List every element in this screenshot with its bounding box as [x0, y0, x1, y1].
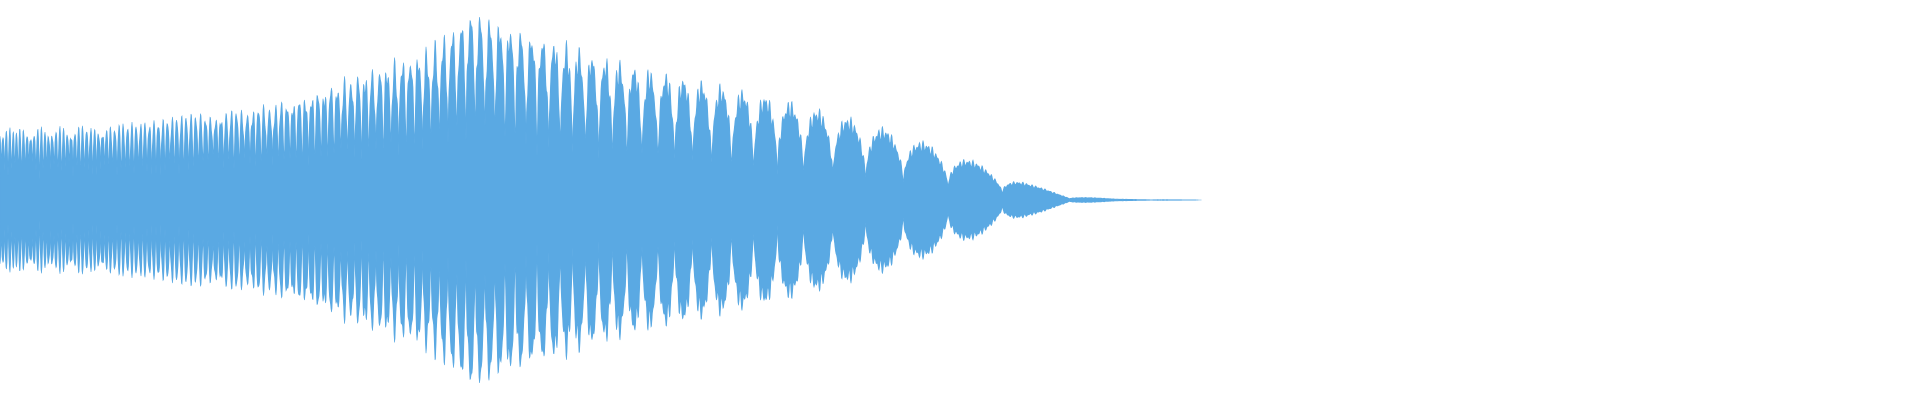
audio-waveform [0, 16, 1202, 384]
